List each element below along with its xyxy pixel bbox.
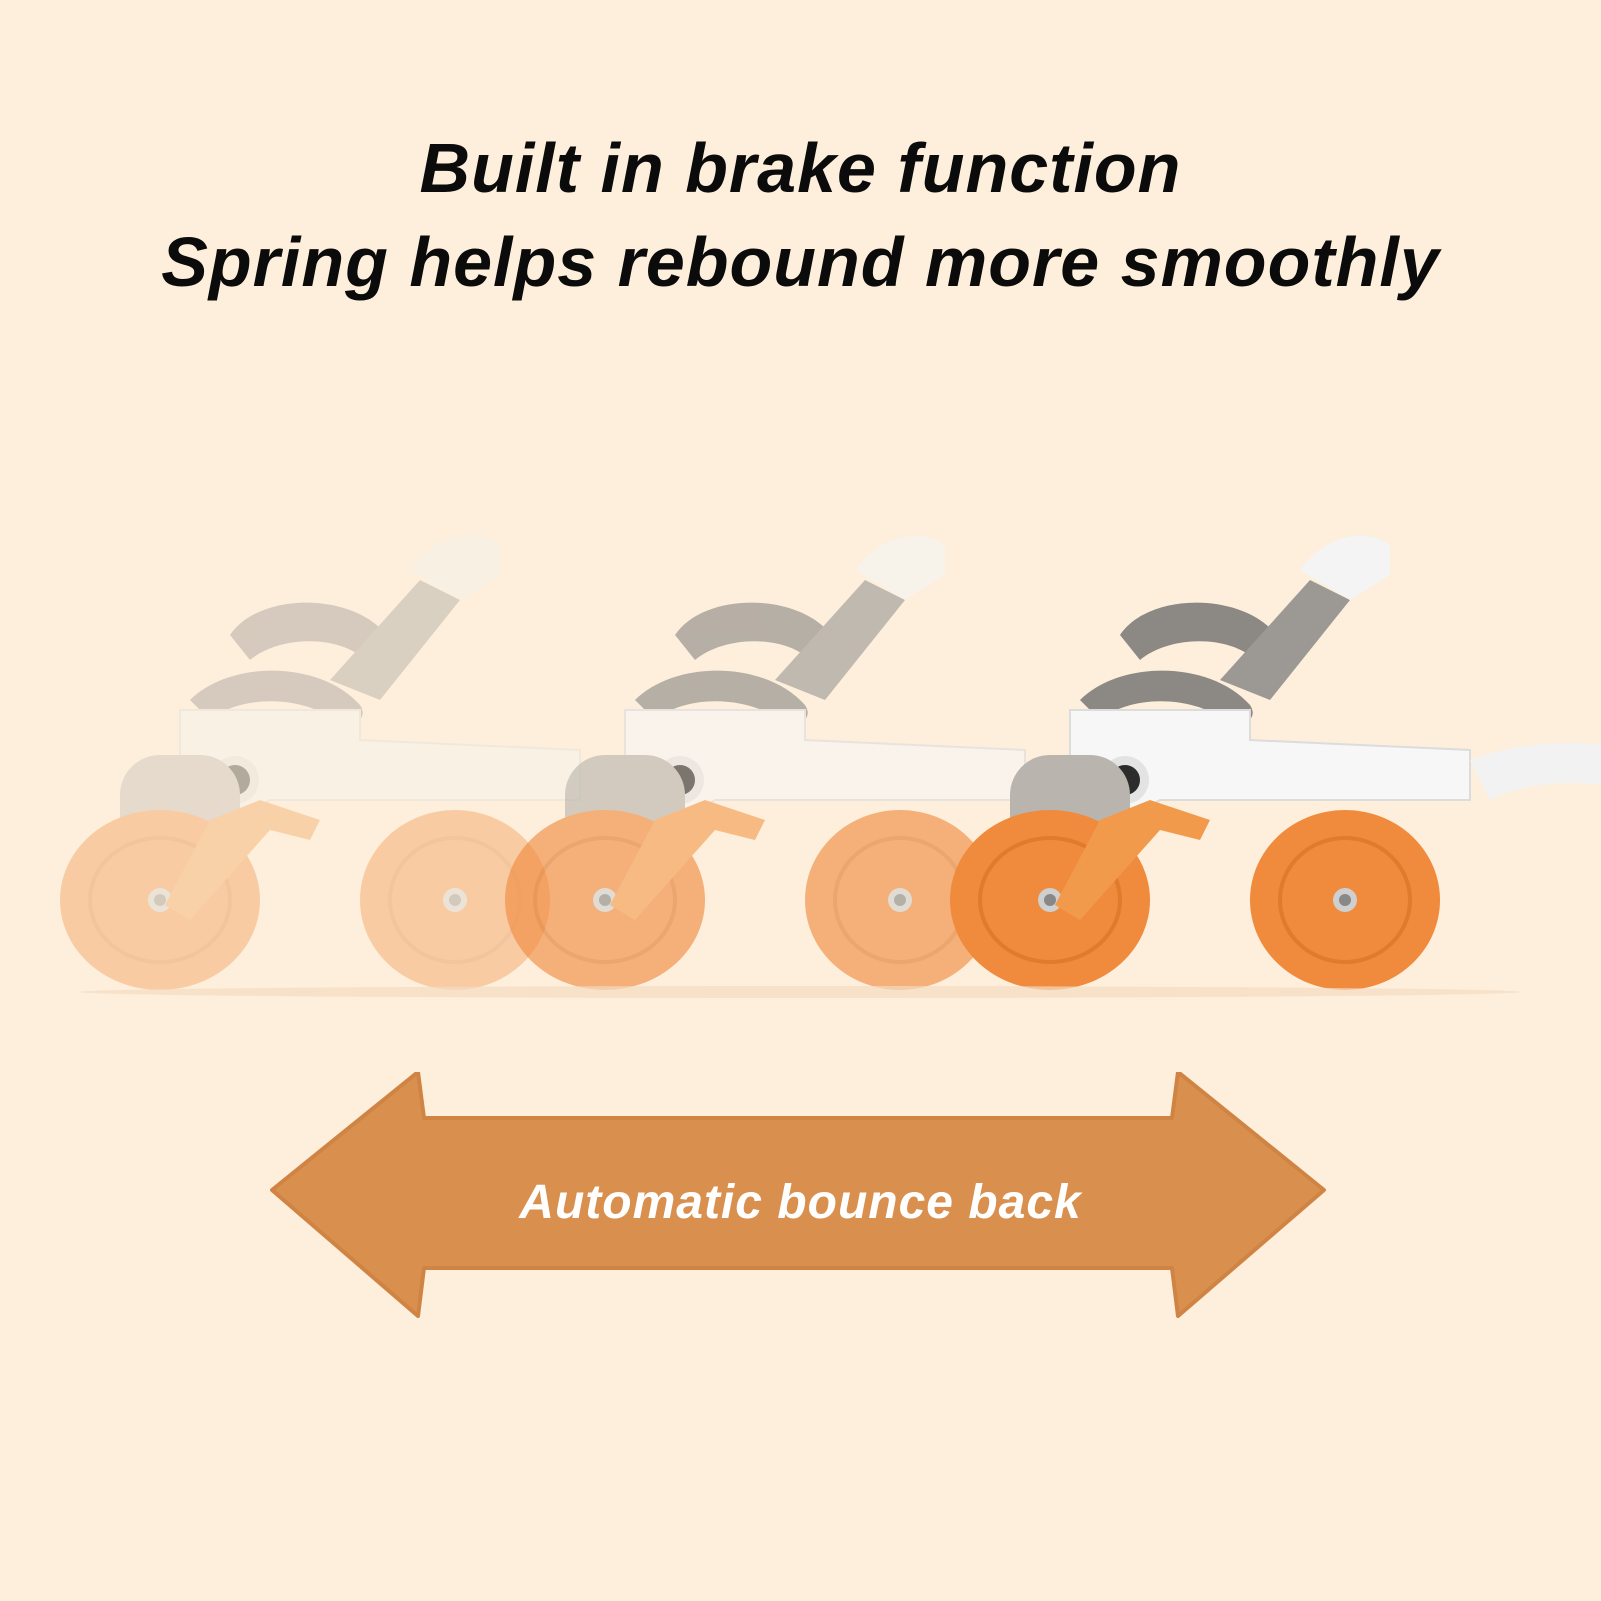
- roller-solid: [948, 533, 1472, 992]
- arrow-label: Automatic bounce back: [519, 1176, 1082, 1229]
- roller-ghost-2: [503, 533, 1027, 992]
- ab-roller-illustration: [58, 533, 1601, 998]
- headline-line-1: Built in brake function: [419, 129, 1182, 207]
- headline-line-2: Spring helps rebound more smoothly: [161, 223, 1440, 301]
- double-headed-arrow-icon: [270, 1072, 1326, 1318]
- roller-ghost-1: [58, 533, 582, 992]
